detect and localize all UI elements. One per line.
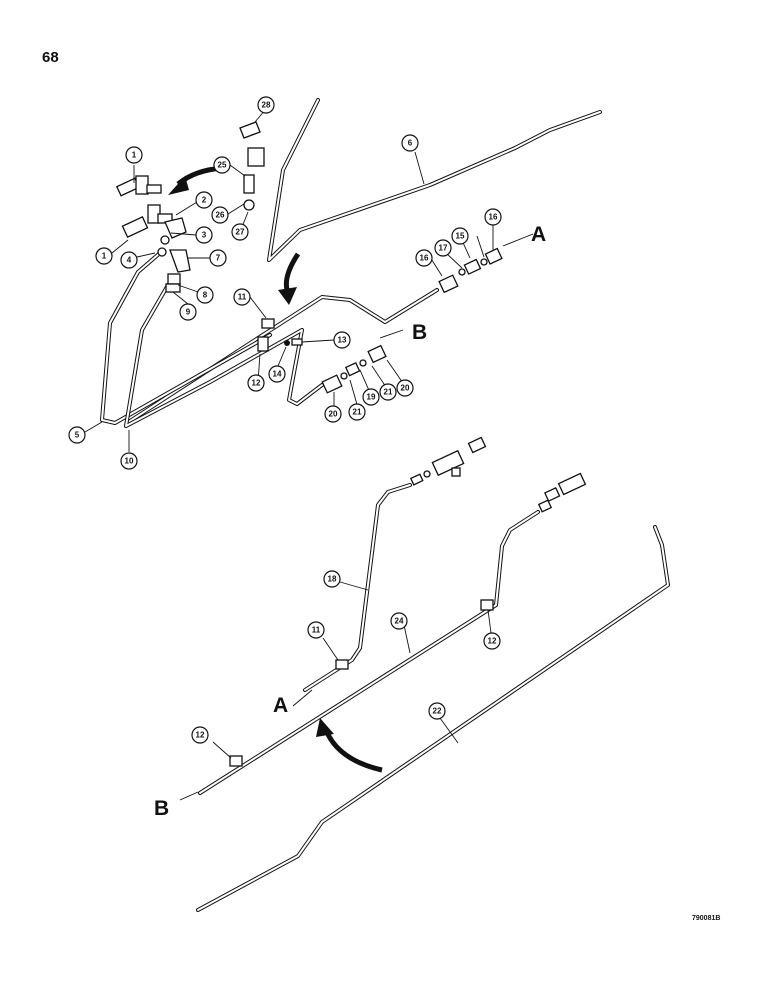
callout: 25 <box>213 156 231 174</box>
callout: 8 <box>196 286 214 304</box>
fittings-b-lower <box>537 472 587 513</box>
callout: 24 <box>390 612 408 630</box>
callout-label: 15 <box>456 232 465 241</box>
callout: 5 <box>68 426 86 444</box>
bolt-13 <box>291 338 303 346</box>
callout: 12 <box>483 632 501 650</box>
curved-arrow-upper-left <box>168 165 224 195</box>
callout-label: 10 <box>125 457 134 466</box>
callout: 3 <box>195 226 213 244</box>
section-letter-b-upper: B <box>412 321 427 344</box>
callout: 21 <box>379 383 397 401</box>
tube-5 <box>100 251 272 425</box>
callout-label: 19 <box>367 393 376 402</box>
clip-12-lower-left <box>229 755 243 767</box>
callout-label: 24 <box>395 617 404 626</box>
callout: 27 <box>231 223 249 241</box>
callout: 12 <box>191 726 209 744</box>
callout-label: 21 <box>353 408 362 417</box>
callout-label: 21 <box>384 388 393 397</box>
clip-11-upper <box>261 318 275 329</box>
callout: 17 <box>434 239 452 257</box>
callout: 20 <box>396 379 414 397</box>
callout-label: 13 <box>338 336 347 345</box>
callout-label: 7 <box>216 254 221 263</box>
callout: 16 <box>415 249 433 267</box>
callout: 16 <box>484 208 502 226</box>
callout: 1 <box>125 146 143 164</box>
callout: 11 <box>233 288 251 306</box>
clip-12-upper <box>257 336 269 352</box>
section-letter-a-lower: A <box>273 694 288 717</box>
callout-label: 11 <box>238 293 247 302</box>
section-letter-b-lower: B <box>154 797 169 820</box>
callout: 9 <box>179 303 197 321</box>
callout: 7 <box>209 249 227 267</box>
nut-14 <box>284 340 290 346</box>
callout: 28 <box>257 96 275 114</box>
elbow-2 <box>164 217 187 239</box>
curved-arrow-lower <box>316 718 383 773</box>
callout-label: 18 <box>328 575 337 584</box>
callout: 1 <box>95 247 113 265</box>
callout-label: 6 <box>408 139 413 148</box>
section-letter-a-upper: A <box>531 223 546 246</box>
callout-label: 20 <box>329 410 338 419</box>
callout-label: 20 <box>401 384 410 393</box>
callout: 15 <box>451 227 469 245</box>
callout-label: 25 <box>218 161 227 170</box>
valve-assembly <box>115 175 173 257</box>
callout: 4 <box>120 251 138 269</box>
callout-label: 1 <box>132 151 137 160</box>
callout: 14 <box>268 365 286 383</box>
clip-11-lower <box>335 659 349 670</box>
callout-label: 28 <box>262 101 271 110</box>
fittings-b-upper <box>321 344 387 394</box>
tube-6 <box>267 98 602 262</box>
callout: 13 <box>333 331 351 349</box>
callout-label: 12 <box>252 379 261 388</box>
callout-label: 27 <box>236 228 245 237</box>
switch-stack <box>239 121 265 211</box>
callout: 11 <box>307 621 325 639</box>
fittings-a-lower <box>409 436 487 486</box>
figure-code: 790081B <box>692 915 720 922</box>
callout-label: 14 <box>273 370 282 379</box>
fittings-a-upper <box>438 247 503 294</box>
callout-label: 4 <box>127 256 132 265</box>
callout-label: 9 <box>186 308 191 317</box>
callout: 19 <box>362 388 380 406</box>
elbow-7 <box>165 249 191 293</box>
callout: 21 <box>348 403 366 421</box>
callout: 20 <box>324 405 342 423</box>
tube-24 <box>198 510 540 795</box>
callout-label: 11 <box>312 626 321 635</box>
tube-10 <box>124 283 324 428</box>
callout-label: 22 <box>433 707 442 716</box>
page-number: 68 <box>42 49 59 66</box>
callout: 10 <box>120 452 138 470</box>
callout: 22 <box>428 702 446 720</box>
tube-18 <box>303 483 412 692</box>
callout-label: 2 <box>202 196 207 205</box>
clip-12-lower-right <box>480 599 494 611</box>
callout-label: 1 <box>102 252 107 261</box>
callout: 18 <box>323 570 341 588</box>
tube-22 <box>196 525 670 912</box>
callout: 26 <box>211 206 229 224</box>
callout: 6 <box>401 134 419 152</box>
callout-label: 16 <box>420 254 429 263</box>
callout-label: 12 <box>488 637 497 646</box>
callout: 12 <box>247 374 265 392</box>
callout-label: 3 <box>202 231 207 240</box>
callout-label: 8 <box>203 291 208 300</box>
callout-label: 16 <box>489 213 498 222</box>
callout: 2 <box>195 191 213 209</box>
callout-label: 26 <box>216 211 225 220</box>
curved-arrow-upper-middle <box>278 252 301 305</box>
callout-label: 5 <box>75 431 80 440</box>
callout-label: 12 <box>196 731 205 740</box>
callout-label: 17 <box>439 244 448 253</box>
